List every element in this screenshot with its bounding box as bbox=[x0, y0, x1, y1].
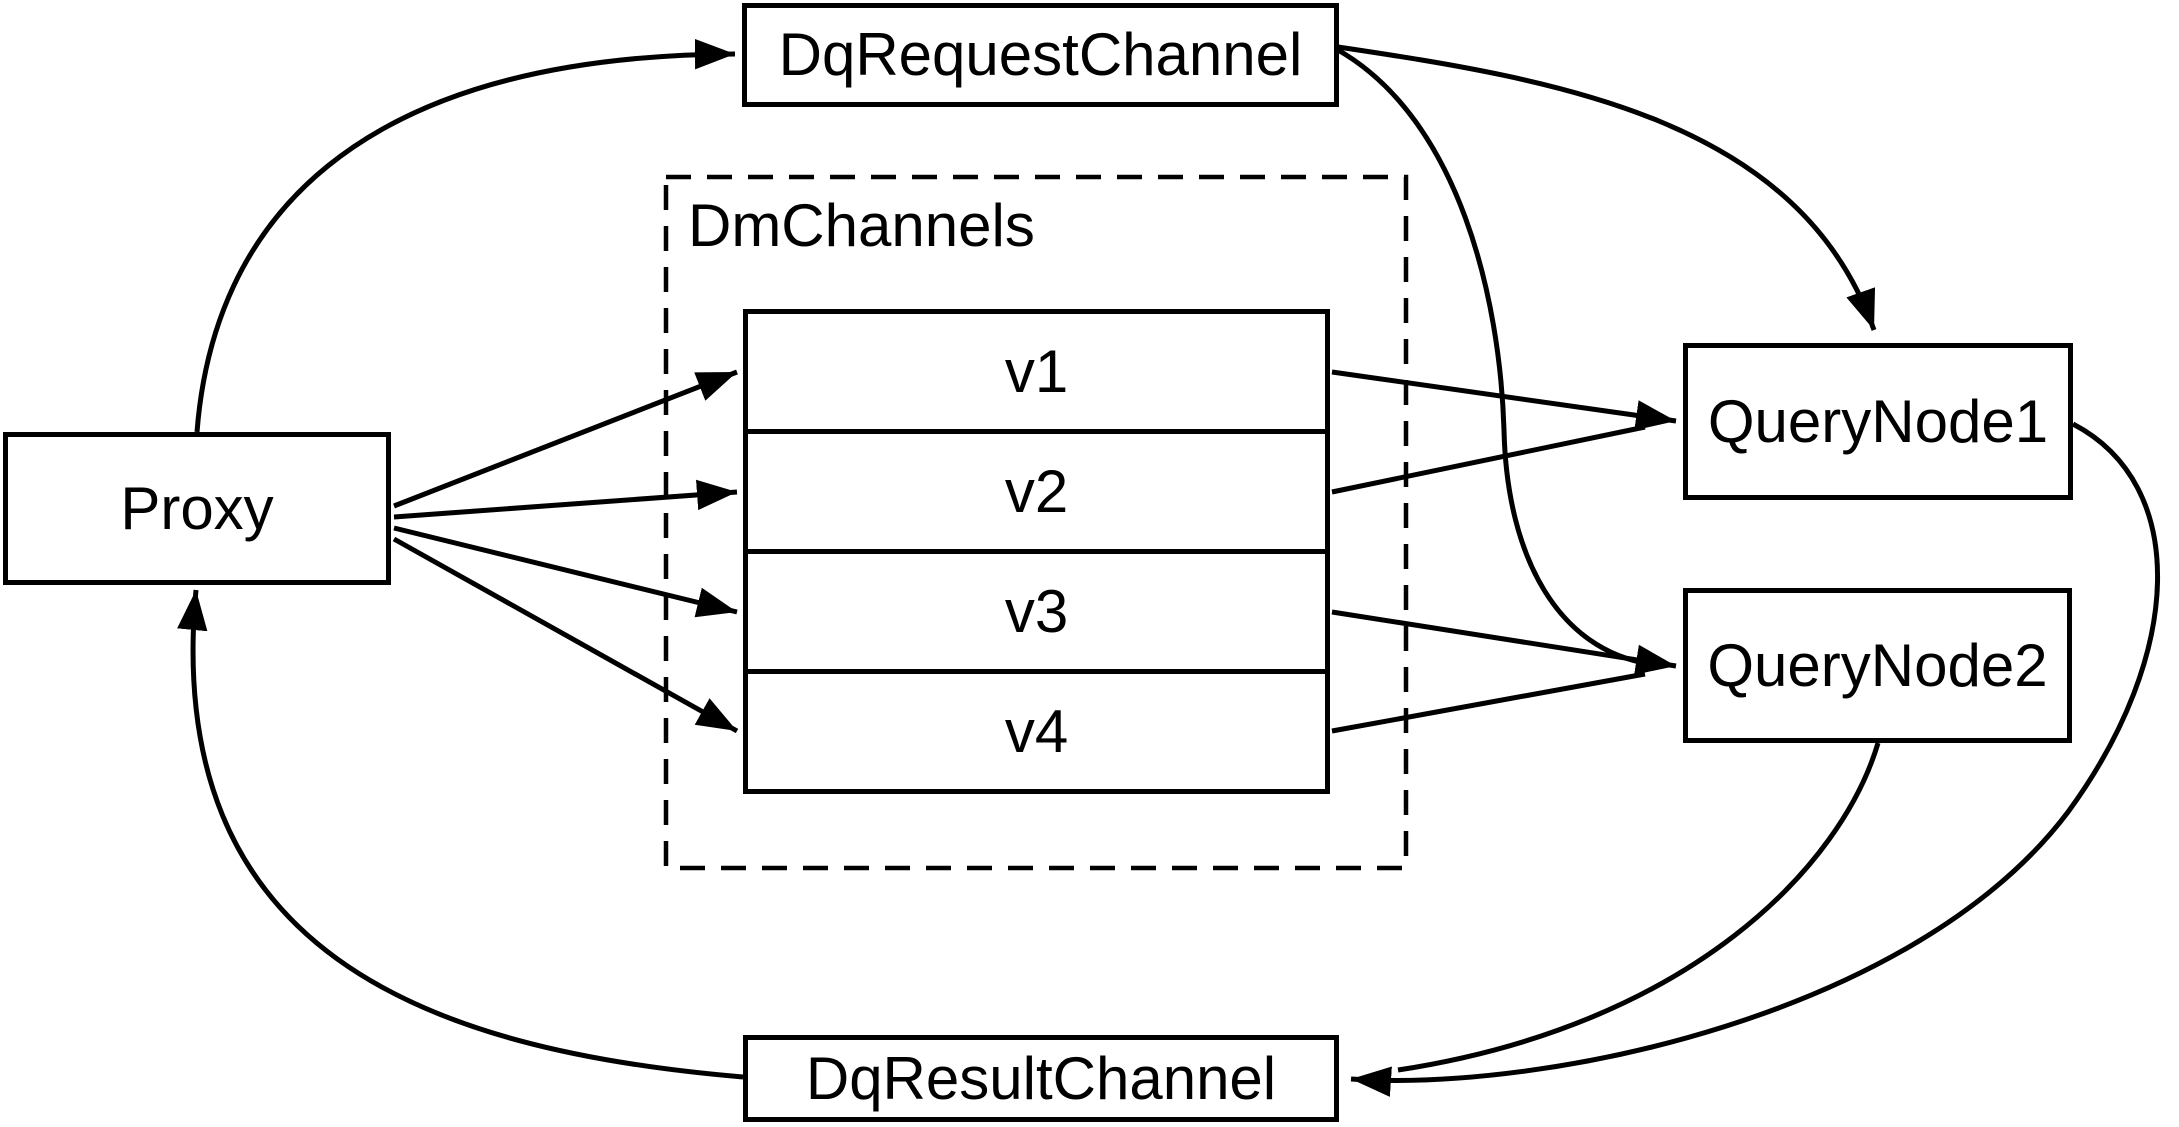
edge-querynode1-to-dqresultchannel bbox=[1350, 421, 2161, 1097]
edge-proxy-to-v2 bbox=[393, 479, 738, 520]
edge-proxy-to-v4 bbox=[392, 536, 739, 734]
node-query-node-2: QueryNode2 bbox=[1683, 588, 2072, 743]
node-dq-result-channel: DqResultChannel bbox=[743, 1035, 1339, 1122]
edge-v4-to-querynode2 bbox=[1331, 671, 1646, 734]
edge-proxy-to-dqrequestchannel bbox=[194, 39, 736, 433]
query-node-2-label: QueryNode2 bbox=[1707, 631, 2048, 699]
edge-proxy-to-v3 bbox=[393, 525, 738, 618]
dq-request-channel-label: DqRequestChannel bbox=[778, 21, 1303, 88]
node-query-node-1: QueryNode1 bbox=[1683, 343, 2073, 500]
channel-row-v3: v3 bbox=[748, 549, 1325, 669]
edge-dqrequestchannel-to-querynode1 bbox=[1337, 44, 1877, 331]
channel-row-v2: v2 bbox=[748, 429, 1325, 549]
edge-dqrequestchannel-to-querynode2 bbox=[1336, 47, 1651, 667]
query-node-1-label: QueryNode1 bbox=[1707, 387, 2049, 455]
dq-result-channel-label: DqResultChannel bbox=[805, 1044, 1277, 1112]
channel-row-v1: v1 bbox=[1004, 337, 1069, 405]
dm-channels-group-border bbox=[663, 174, 1409, 871]
node-proxy: Proxy bbox=[3, 432, 391, 585]
channel-row-v4: v4 bbox=[748, 669, 1325, 789]
edge-dqresultchannel-to-proxy bbox=[177, 589, 744, 1080]
edge-proxy-to-v1 bbox=[393, 369, 738, 509]
edge-querynode2-to-dqresultchannel bbox=[1397, 742, 1881, 1073]
proxy-label: Proxy bbox=[120, 474, 274, 542]
node-dq-request-channel: DqRequestChannel bbox=[742, 3, 1339, 107]
dm-channels-group-label: DmChannels bbox=[688, 192, 1035, 259]
dm-channels-stack: v1 v2 v3 v4 bbox=[743, 309, 1330, 794]
edge-v2-to-querynode1 bbox=[1331, 424, 1646, 495]
